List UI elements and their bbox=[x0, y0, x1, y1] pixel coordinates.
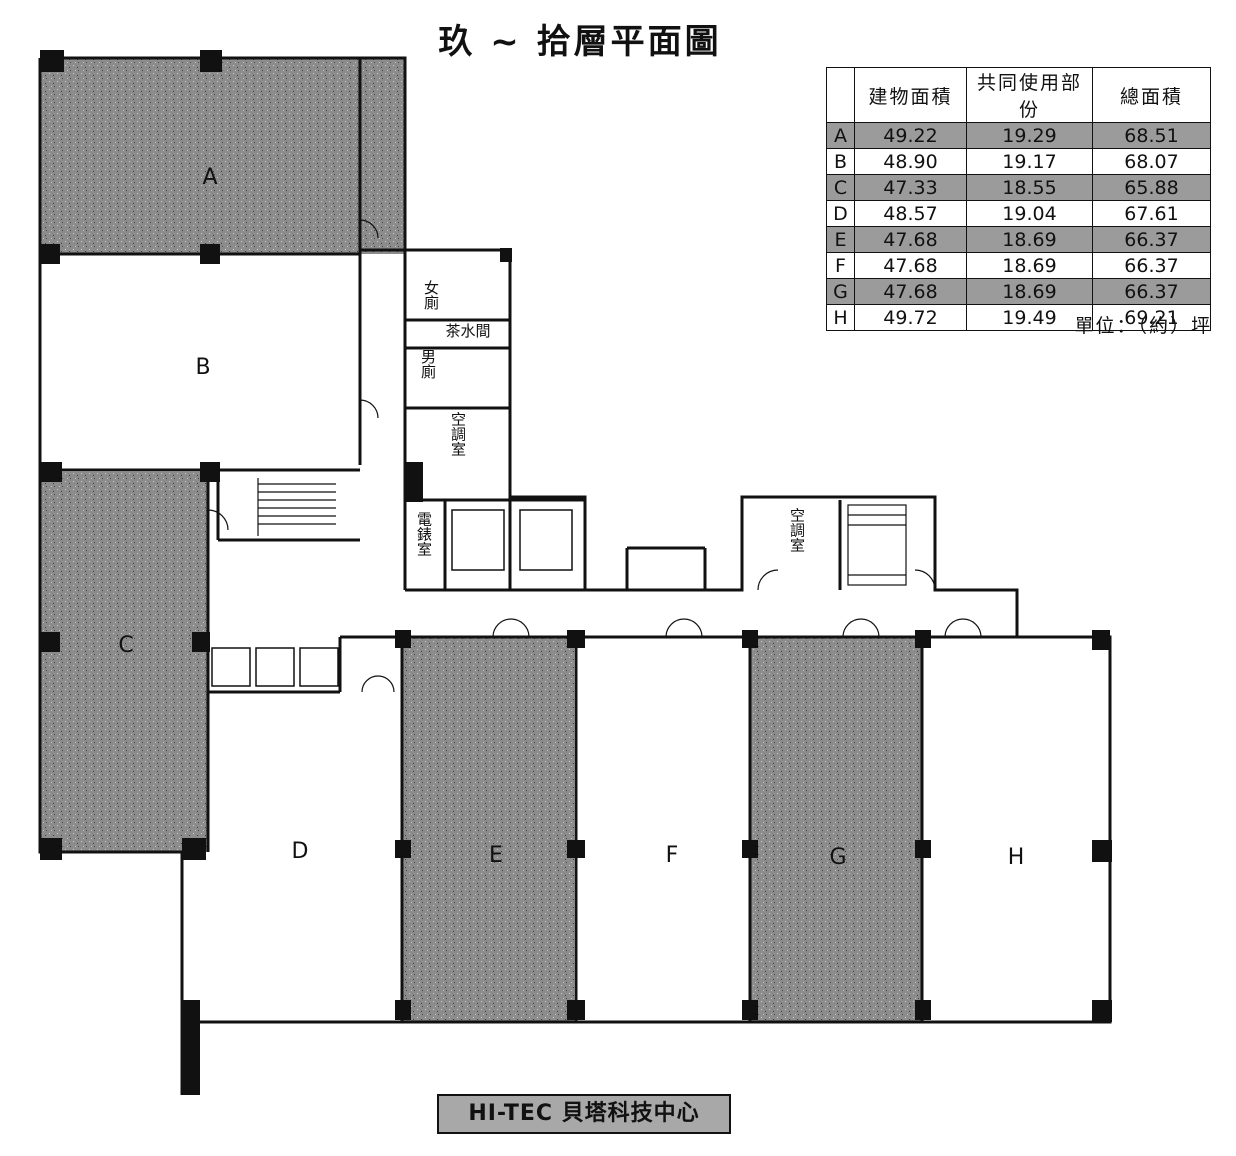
table-header-corner bbox=[826, 67, 855, 123]
unit-label-e: E bbox=[489, 843, 503, 868]
table-cell-common-area: 19.17 bbox=[966, 148, 1093, 175]
table-cell-total-area: 65.88 bbox=[1092, 174, 1211, 201]
table-cell-total-area: 66.37 bbox=[1092, 252, 1211, 279]
table-cell-common-area: 19.29 bbox=[966, 122, 1093, 149]
table-cell-total-area: 68.07 bbox=[1092, 148, 1211, 175]
table-cell-common-area: 19.49 bbox=[966, 304, 1093, 331]
table-cell-common-area: 18.69 bbox=[966, 278, 1093, 305]
table-cell-total-area: 66.37 bbox=[1092, 278, 1211, 305]
unit-label-f: F bbox=[666, 843, 679, 868]
table-cell-building-area: 47.68 bbox=[854, 252, 967, 279]
unit-a-area bbox=[40, 58, 405, 254]
table-cell-total-area: 69.21 bbox=[1092, 304, 1211, 331]
table-cell-building-area: 47.68 bbox=[854, 226, 967, 253]
unit-label-b: B bbox=[195, 355, 210, 380]
elevators bbox=[211, 509, 573, 687]
room-label-mens-restroom: 男廁 bbox=[419, 349, 437, 380]
room-label-meter-room: 電錶室 bbox=[415, 512, 433, 557]
table-cell-unit: G bbox=[826, 278, 855, 305]
table-cell-common-area: 18.69 bbox=[966, 226, 1093, 253]
stair bbox=[257, 478, 907, 586]
table-cell-common-area: 19.04 bbox=[966, 200, 1093, 227]
table-cell-common-area: 18.69 bbox=[966, 252, 1093, 279]
table-cell-building-area: 47.68 bbox=[854, 278, 967, 305]
unit-label-h: H bbox=[1008, 845, 1025, 870]
plan-title: 玖 ~ 拾層平面圖 bbox=[438, 22, 722, 62]
unit-label-d: D bbox=[292, 839, 309, 864]
room-label-tea-room: 茶水間 bbox=[445, 322, 490, 340]
room-label-ac-room-2: 空調室 bbox=[788, 508, 806, 553]
table-header-row: 建物面積 共同使用部份 總面積 bbox=[826, 67, 1211, 123]
unit-c-area bbox=[40, 472, 208, 852]
unit-labels: A B C D E F G H bbox=[118, 165, 1024, 870]
structural-columns bbox=[40, 50, 1112, 1095]
table-cell-building-area: 48.57 bbox=[854, 200, 967, 227]
table-cell-building-area: 47.33 bbox=[854, 174, 967, 201]
table-cell-building-area: 48.90 bbox=[854, 148, 967, 175]
room-label-ac-room-1: 空調室 bbox=[449, 412, 467, 457]
unit-e-area bbox=[402, 637, 574, 1022]
unit-label-c: C bbox=[118, 633, 133, 658]
footer-badge: HI-TEC 貝塔科技中心 bbox=[437, 1094, 731, 1134]
unit-g-area bbox=[750, 637, 922, 1022]
table-cell-total-area: 68.51 bbox=[1092, 122, 1211, 149]
table-cell-building-area: 49.22 bbox=[854, 122, 967, 149]
table-cell-unit: E bbox=[826, 226, 855, 253]
table-cell-building-area: 49.72 bbox=[854, 304, 967, 331]
unit-note: 單位：（約）坪 bbox=[1074, 315, 1212, 337]
room-labels: 女廁 茶水間 男廁 空調室 電錶室 空調室 bbox=[415, 279, 806, 557]
unit-label-g: G bbox=[829, 845, 846, 870]
doors bbox=[207, 219, 982, 693]
table-cell-unit: F bbox=[826, 252, 855, 279]
room-label-womens-restroom: 女廁 bbox=[422, 279, 440, 311]
table-cell-unit: C bbox=[826, 174, 855, 201]
unit-label-a: A bbox=[202, 165, 217, 190]
table-cell-unit: B bbox=[826, 148, 855, 175]
table-header: 建物面積 bbox=[854, 67, 967, 123]
